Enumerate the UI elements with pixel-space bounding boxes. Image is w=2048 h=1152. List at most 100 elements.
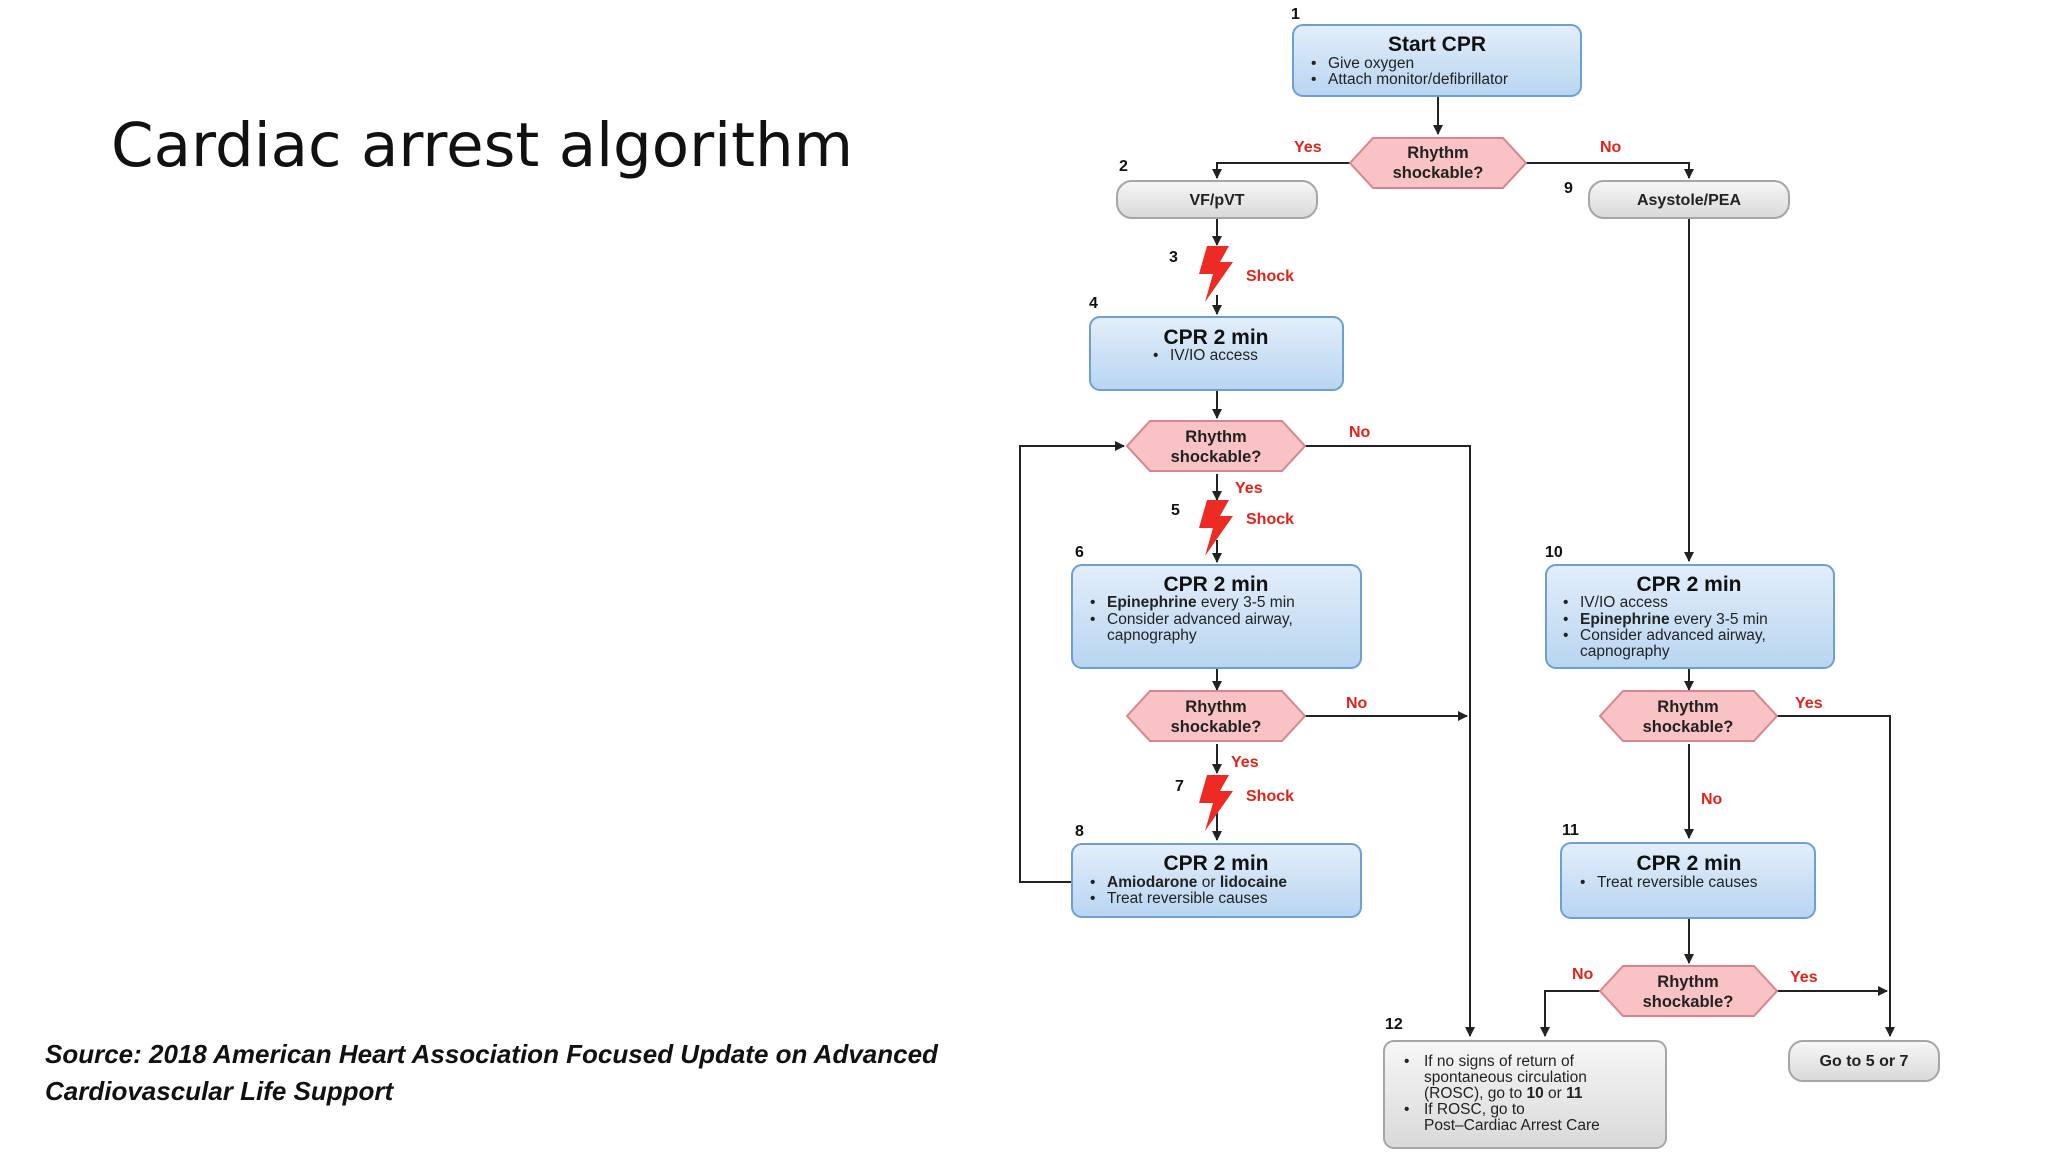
- node-3-shock: 3 Shock: [1169, 246, 1294, 302]
- source-line-2: Cardiovascular Life Support: [45, 1076, 394, 1106]
- decision-left-2: Rhythm shockable? No Yes: [1125, 690, 1368, 771]
- box-title: CPR 2 min: [1163, 852, 1268, 875]
- arrow-no-to-asystole: [1526, 162, 1694, 179]
- node-7-shock: 7 Shock: [1175, 775, 1294, 831]
- decision-shape: [1348, 137, 1528, 189]
- bullet-text: Amiodarone or lidocaine: [1107, 874, 1287, 891]
- decision-line-2: shockable?: [1171, 718, 1262, 736]
- box-title: CPR 2 min: [1636, 852, 1741, 875]
- bullet-text: Consider advanced airway,: [1580, 627, 1766, 644]
- pill-label: Asystole/PEA: [1637, 192, 1741, 209]
- bullet-text: Treat reversible causes: [1107, 890, 1268, 907]
- step-number: 10: [1545, 544, 1563, 561]
- no-label: No: [1349, 424, 1371, 441]
- decision-line-2: shockable?: [1643, 993, 1734, 1011]
- arrow-yes-to-vfpvt: [1212, 162, 1350, 179]
- decision-line-2: shockable?: [1643, 718, 1734, 736]
- bullet-text: Treat reversible causes: [1597, 874, 1758, 891]
- box-title: Start CPR: [1388, 33, 1486, 56]
- bullet-marker: •: [1311, 55, 1316, 72]
- node-11-cpr: 11 CPR 2 min • Treat reversible causes: [1560, 822, 1816, 919]
- decision-line-2: shockable?: [1171, 448, 1262, 466]
- bullet-marker: •: [1404, 1053, 1409, 1070]
- source-line-1: Source: 2018 American Heart Association …: [45, 1039, 938, 1069]
- lightning-bolt-icon: [1199, 775, 1233, 831]
- node-12-rosc: 12 • If no signs of return of spontaneou…: [1383, 1016, 1667, 1149]
- step-number: 1: [1291, 6, 1300, 23]
- decision-shape: [1125, 420, 1307, 472]
- box: [1545, 564, 1835, 669]
- arrow-loop-back: [1019, 441, 1125, 883]
- decision-line-1: Rhythm: [1407, 144, 1468, 162]
- step-number: 2: [1119, 158, 1128, 175]
- arrow-no-to-box12-b: [1540, 990, 1600, 1037]
- text-line: If no signs of return of: [1424, 1053, 1575, 1070]
- shock-label: Shock: [1246, 268, 1294, 285]
- decision-top: Rhythm shockable? Yes No: [1294, 137, 1622, 189]
- node-10-cpr: 10 CPR 2 min • IV/IO access • Epinephrin…: [1545, 544, 1835, 669]
- step-number: 7: [1175, 778, 1184, 795]
- no-label: No: [1346, 695, 1368, 712]
- yes-label: Yes: [1231, 754, 1259, 771]
- lightning-bolt-icon: [1199, 246, 1233, 302]
- bullet-text: IV/IO access: [1170, 347, 1258, 364]
- bullet-marker: •: [1580, 874, 1585, 891]
- box: [1089, 316, 1344, 391]
- node-9-asystole-pea: 9 Asystole/PEA: [1564, 180, 1790, 219]
- bullet-marker: •: [1090, 890, 1095, 907]
- node-6-cpr: 6 CPR 2 min • Epinephrine every 3-5 min …: [1071, 544, 1362, 669]
- node-8-cpr: 8 CPR 2 min • Amiodarone or lidocaine • …: [1071, 823, 1362, 918]
- yes-label: Yes: [1790, 969, 1818, 986]
- box: [1292, 24, 1582, 97]
- decision-shape: [1598, 965, 1779, 1017]
- step-number: 8: [1075, 823, 1084, 840]
- bullet-marker: •: [1563, 627, 1568, 644]
- bullet-marker: •: [1563, 594, 1568, 611]
- decision-right-2: Rhythm shockable? No Yes: [1572, 965, 1818, 1017]
- box: [1071, 564, 1362, 669]
- decision-line-1: Rhythm: [1185, 698, 1246, 716]
- bullet-marker: •: [1090, 594, 1095, 611]
- bullet-marker: •: [1153, 347, 1158, 364]
- bullet-marker: •: [1311, 71, 1316, 88]
- pill-label: VF/pVT: [1189, 192, 1244, 209]
- decision-right-1: Rhythm shockable? Yes No: [1598, 690, 1823, 808]
- bullet-text: Epinephrine every 3-5 min: [1580, 611, 1768, 628]
- step-number: 4: [1089, 295, 1098, 312]
- source-citation: Source: 2018 American Heart Association …: [45, 1036, 938, 1110]
- pill: [1116, 180, 1318, 219]
- shock-label: Shock: [1246, 511, 1294, 528]
- decision-line-2: shockable?: [1393, 164, 1484, 182]
- box-title: CPR 2 min: [1163, 326, 1268, 349]
- lightning-bolt-icon: [1199, 500, 1233, 556]
- node-goto-5-or-7: Go to 5 or 7: [1788, 1040, 1940, 1082]
- arrow-yes-to-goto: [1777, 715, 1895, 1037]
- bullet-text-cont: capnography: [1107, 627, 1197, 644]
- bullet-marker: •: [1563, 611, 1568, 628]
- yes-label: Yes: [1795, 695, 1823, 712]
- box: [1071, 843, 1362, 918]
- step-number: 5: [1171, 502, 1180, 519]
- bullet-text: Give oxygen: [1328, 55, 1414, 72]
- yes-label: Yes: [1294, 139, 1322, 156]
- decision-left-1: Rhythm shockable? No Yes: [1125, 420, 1371, 497]
- bullet-marker: •: [1404, 1101, 1409, 1118]
- bullet-text-cont: capnography: [1580, 643, 1670, 660]
- step-number: 9: [1564, 180, 1573, 197]
- box: [1383, 1040, 1667, 1149]
- no-label: No: [1572, 966, 1594, 983]
- bullet-text: IV/IO access: [1580, 594, 1668, 611]
- decision-line-1: Rhythm: [1657, 973, 1718, 991]
- node-1-start-cpr: 1 Start CPR • Give oxygen • Attach monit…: [1291, 6, 1582, 97]
- box-title: CPR 2 min: [1636, 573, 1741, 596]
- step-number: 6: [1075, 544, 1084, 561]
- no-label: No: [1600, 139, 1622, 156]
- yes-label: Yes: [1235, 480, 1263, 497]
- node-4-cpr: 4 CPR 2 min • IV/IO access: [1089, 295, 1344, 391]
- text-line: Post–Cardiac Arrest Care: [1424, 1117, 1600, 1134]
- bullet-marker: •: [1090, 874, 1095, 891]
- text-line: If ROSC, go to: [1424, 1101, 1525, 1118]
- arrow-no-to-box12: [1305, 445, 1475, 1037]
- shock-label: Shock: [1246, 788, 1294, 805]
